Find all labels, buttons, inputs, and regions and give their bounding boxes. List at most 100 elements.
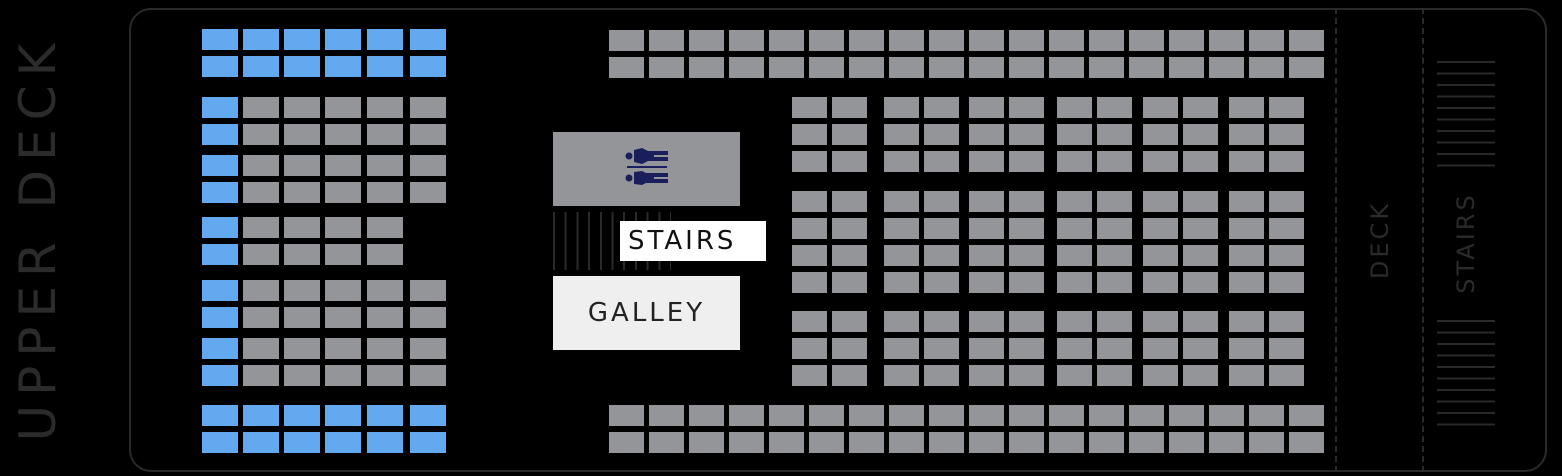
seat[interactable] [1143, 97, 1178, 118]
seat[interactable] [325, 217, 361, 238]
seat[interactable] [1049, 57, 1084, 78]
seat[interactable] [884, 311, 919, 332]
seat[interactable] [1183, 338, 1218, 359]
seat[interactable] [969, 245, 1004, 266]
seat[interactable] [1269, 338, 1304, 359]
seat[interactable] [1169, 405, 1204, 426]
seat[interactable] [1097, 218, 1132, 239]
seat[interactable] [1249, 30, 1284, 51]
seat[interactable] [1209, 432, 1244, 453]
seat[interactable] [649, 432, 684, 453]
seat[interactable] [1129, 30, 1164, 51]
seat[interactable] [325, 244, 361, 265]
seat[interactable] [367, 217, 403, 238]
seat[interactable] [729, 432, 764, 453]
seat[interactable] [1129, 57, 1164, 78]
seat[interactable] [367, 280, 403, 301]
seat[interactable] [849, 432, 884, 453]
seat[interactable] [243, 97, 279, 118]
seat[interactable] [832, 151, 867, 172]
seat[interactable] [924, 97, 959, 118]
seat[interactable] [1097, 124, 1132, 145]
seat[interactable] [243, 405, 279, 426]
seat[interactable] [1269, 151, 1304, 172]
seat[interactable] [792, 124, 827, 145]
seat[interactable] [243, 280, 279, 301]
seat[interactable] [1049, 405, 1084, 426]
seat[interactable] [202, 97, 238, 118]
lavatory[interactable] [553, 132, 740, 206]
seat[interactable] [609, 30, 644, 51]
seat[interactable] [1057, 191, 1092, 212]
seat[interactable] [832, 191, 867, 212]
seat[interactable] [924, 311, 959, 332]
seat[interactable] [1097, 151, 1132, 172]
seat[interactable] [809, 432, 844, 453]
seat[interactable] [884, 191, 919, 212]
seat[interactable] [1057, 311, 1092, 332]
seat[interactable] [1249, 57, 1284, 78]
seat[interactable] [1057, 97, 1092, 118]
seat[interactable] [367, 307, 403, 328]
seat[interactable] [832, 97, 867, 118]
seat[interactable] [1009, 124, 1044, 145]
seat[interactable] [792, 97, 827, 118]
seat[interactable] [1249, 432, 1284, 453]
seat[interactable] [649, 405, 684, 426]
seat[interactable] [410, 280, 446, 301]
seat[interactable] [792, 191, 827, 212]
seat[interactable] [969, 365, 1004, 386]
seat[interactable] [1183, 191, 1218, 212]
seat[interactable] [1143, 218, 1178, 239]
seat[interactable] [769, 405, 804, 426]
seat[interactable] [1097, 365, 1132, 386]
seat[interactable] [284, 244, 320, 265]
seat[interactable] [1183, 218, 1218, 239]
seat[interactable] [202, 29, 238, 50]
seat[interactable] [769, 432, 804, 453]
seat[interactable] [609, 405, 644, 426]
seat[interactable] [884, 124, 919, 145]
seat[interactable] [325, 307, 361, 328]
seat[interactable] [325, 405, 361, 426]
seat[interactable] [243, 338, 279, 359]
seat[interactable] [325, 280, 361, 301]
seat[interactable] [1057, 218, 1092, 239]
seat[interactable] [929, 30, 964, 51]
seat[interactable] [243, 244, 279, 265]
seat[interactable] [1089, 405, 1124, 426]
seat[interactable] [284, 182, 320, 203]
seat[interactable] [325, 29, 361, 50]
seat[interactable] [1229, 97, 1264, 118]
seat[interactable] [969, 30, 1004, 51]
seat[interactable] [202, 56, 238, 77]
seat[interactable] [367, 365, 403, 386]
seat[interactable] [325, 97, 361, 118]
seat[interactable] [884, 151, 919, 172]
seat[interactable] [367, 182, 403, 203]
seat[interactable] [325, 56, 361, 77]
seat[interactable] [1009, 218, 1044, 239]
seat[interactable] [689, 57, 724, 78]
seat[interactable] [884, 338, 919, 359]
seat[interactable] [367, 405, 403, 426]
seat[interactable] [884, 245, 919, 266]
seat[interactable] [969, 57, 1004, 78]
seat[interactable] [1229, 151, 1264, 172]
seat[interactable] [969, 405, 1004, 426]
seat[interactable] [929, 432, 964, 453]
seat[interactable] [1057, 272, 1092, 293]
seat[interactable] [924, 151, 959, 172]
seat[interactable] [649, 57, 684, 78]
seat[interactable] [243, 365, 279, 386]
seat[interactable] [924, 272, 959, 293]
seat[interactable] [1009, 30, 1044, 51]
seat[interactable] [1289, 405, 1324, 426]
seat[interactable] [1209, 405, 1244, 426]
seat[interactable] [243, 56, 279, 77]
seat[interactable] [689, 30, 724, 51]
seat[interactable] [243, 217, 279, 238]
seat[interactable] [792, 338, 827, 359]
seat[interactable] [410, 338, 446, 359]
seat[interactable] [1089, 57, 1124, 78]
